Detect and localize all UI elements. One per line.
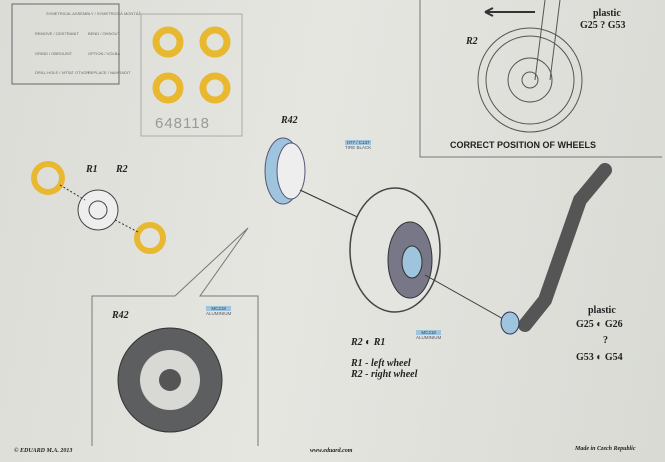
detail-paint-name: ALUMINIUM (206, 311, 232, 316)
mask-rings (152, 26, 231, 104)
correct-r2: R2 (466, 36, 478, 47)
r2-r1-label: R2 ◐ R1 (351, 337, 386, 348)
correct-parts: G25 ? G53 (580, 20, 626, 31)
tire-paint-name: TIRE BLACK (345, 145, 372, 150)
detail-hub (117, 327, 223, 433)
strut-option: ? (603, 335, 608, 346)
alu-paint-name: ALUMINIUM (416, 335, 442, 340)
direction-arrow-icon (484, 7, 535, 17)
strut-plastic: plastic (588, 305, 616, 316)
correct-box (419, 0, 662, 158)
legend-bend: BEND / OHNOUT (88, 31, 120, 36)
legend-drill: DRILL HOLE / VRTAT OTVOR (35, 70, 90, 75)
r1-text: R1 (373, 337, 386, 348)
detail-box (91, 227, 259, 446)
r2-label: R2 (116, 164, 128, 175)
detail-paint-codes: MC218 (206, 306, 232, 311)
footer-copyright: © EDUARD M.A. 2013 (14, 448, 73, 454)
correct-wheel (477, 0, 583, 133)
right-wheel-text: R2 - right wheel (351, 369, 418, 380)
strut-row1: G25 ◐ G26 (576, 319, 623, 330)
r2-text: R2 (351, 337, 363, 348)
legend-remove: REMOVE / ODSTRANIT (35, 31, 79, 36)
mask-box (140, 13, 243, 137)
mask-number: 648118 (155, 115, 210, 132)
legend-replace: REPLACE / NAHRADIT (88, 70, 131, 75)
legend-symmetrical: SYMETRICAL ASSEMBLY / SYMETRICKÁ MONTÁŽ (46, 11, 141, 16)
footer-made: Made in Czech Republic (575, 446, 636, 452)
alu-paint-codes: MC218 (416, 330, 442, 335)
landing-gear-strut (500, 163, 612, 335)
tire-paint-codes: H77 / C137 (345, 140, 372, 145)
legend-option: OPTION / VOLBA (88, 51, 121, 56)
detail-r42: R42 (112, 310, 129, 321)
main-tire (349, 187, 506, 321)
footer-url: www.eduard.com (310, 448, 353, 454)
hub-r42 (264, 137, 369, 223)
correct-plastic: plastic (593, 8, 621, 19)
correct-title: CORRECT POSITION OF WHEELS (450, 140, 597, 150)
small-wheel-assembly (31, 161, 166, 254)
legend-box (11, 3, 120, 85)
r42-label: R42 (281, 115, 298, 126)
strut-row2: G53 ◐ G54 (576, 352, 623, 363)
r1-label: R1 (86, 164, 98, 175)
left-wheel-text: R1 - left wheel (351, 358, 411, 369)
legend-grind: GRIND / OBROUSIT (35, 51, 73, 56)
